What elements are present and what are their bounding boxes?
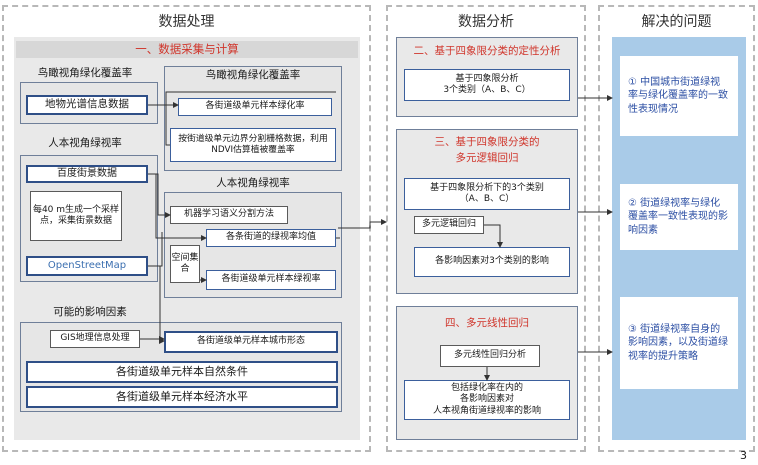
analysis-column xyxy=(386,5,586,452)
factors-title: 可能的影响因素 xyxy=(53,306,127,318)
aerial-left-title: 鸟瞰视角绿化覆盖率 xyxy=(37,67,133,79)
logistic-title: 三、基于四象限分类的 多元逻辑回归 xyxy=(434,136,540,164)
spectral-data-box: 地物光谱信息数据 xyxy=(26,95,148,115)
logistic-regression-box: 多元逻辑回归 xyxy=(414,216,484,234)
qualitative-title: 二、基于四象限分类的定性分析 xyxy=(413,45,561,57)
processing-title: 数据处理 xyxy=(158,14,215,30)
analysis-title: 数据分析 xyxy=(458,14,514,30)
semantic-seg-box: 机器学习语义分割方法 xyxy=(170,206,288,224)
collection-band: 一、数据采集与计算 xyxy=(16,41,358,58)
page-number: 3 xyxy=(740,449,747,462)
openstreetmap-box: OpenStreetMap xyxy=(26,256,148,276)
natural-conditions-box: 各街道级单元样本自然条件 xyxy=(26,361,338,383)
economic-level-box: 各街道级单元样本经济水平 xyxy=(26,386,338,408)
quadrant-analysis-box: 基于四象限分析 3个类别（A、B、C） xyxy=(404,69,570,101)
aerial-right-title: 鸟瞰视角绿化覆盖率 xyxy=(205,69,301,81)
linear-regression-box: 多元线性回归分析 xyxy=(440,345,540,367)
problem-1: ① 中国城市街道绿视率与绿化覆盖率的一致性表现情况 xyxy=(620,56,738,136)
ndvi-box: 按街道级单元边界分割栅格数据，利用NDVI估算植被覆盖率 xyxy=(170,128,336,162)
three-classes-box: 基于四象限分析下的3个类别 （A、B、C） xyxy=(404,178,570,210)
baidu-streetview-box: 百度街景数据 xyxy=(26,165,148,183)
gis-box: GIS地理信息处理 xyxy=(50,330,140,348)
factor-effect-classes-box: 各影响因素对3个类别的影响 xyxy=(414,247,570,277)
linear-title: 四、多元线性回归 xyxy=(445,317,529,329)
problem-3: ③ 街道绿视率自身的影响因素，以及街道绿视率的提升策略 xyxy=(620,297,738,389)
problem-2: ② 街道绿视率与绿化覆盖率一致性表现的影响因素 xyxy=(620,184,738,250)
problems-column xyxy=(598,5,755,452)
urban-form-box: 各街道级单元样本城市形态 xyxy=(164,331,338,353)
factor-effect-gvr-box: 包括绿化率在内的 各影响因素对 人本视角街道绿视率的影响 xyxy=(404,380,570,420)
green-view-rate-box: 各街道级单元样本绿视率 xyxy=(206,270,336,290)
problems-title: 解决的问题 xyxy=(641,14,712,30)
sampling-box: 每40 m生成一个采样点，采集街景数据 xyxy=(30,191,122,241)
human-right-title: 人本视角绿视率 xyxy=(216,177,290,189)
spatial-aggregation-box: 空间集合 xyxy=(170,245,200,283)
human-left-title: 人本视角绿视率 xyxy=(48,137,122,149)
